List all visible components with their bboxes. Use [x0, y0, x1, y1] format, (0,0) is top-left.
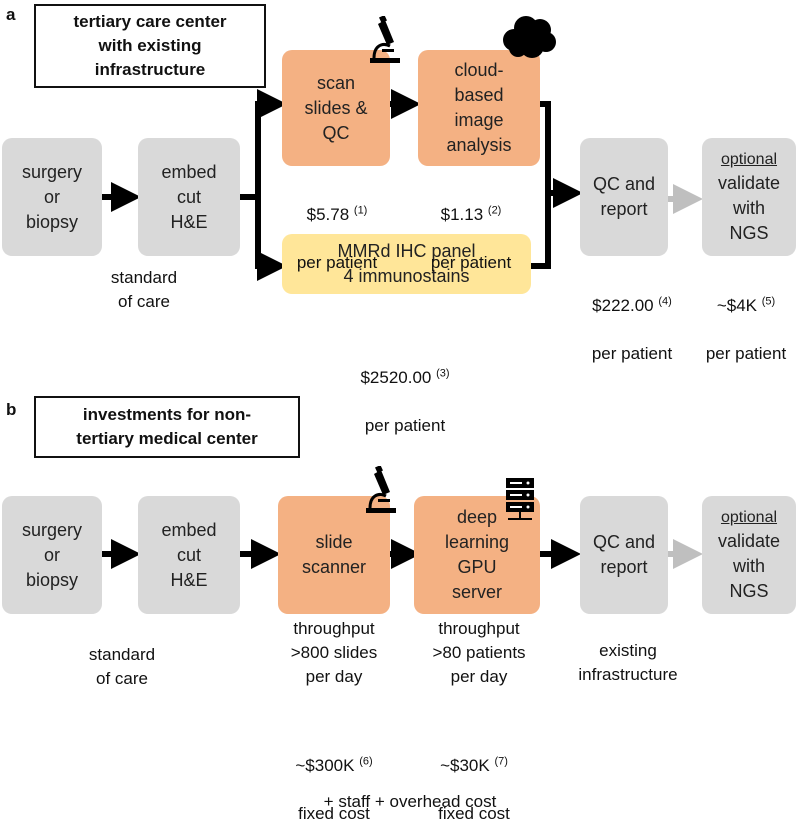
cloud-cost-unit: per patient: [430, 253, 512, 272]
validate-box-a: optional validate with NGS: [702, 138, 796, 256]
qc-report-box-a: QC and report: [580, 138, 668, 256]
gpu-cost-ref: (7): [494, 755, 508, 768]
standard-of-care-b: standard of care: [88, 645, 156, 688]
surgery-box-b: surgery or biopsy: [2, 496, 102, 614]
panel-a-title: tertiary care center with existing infra…: [34, 4, 266, 88]
scanner-cost-ref: (6): [359, 755, 373, 768]
panel-b-letter: b: [6, 400, 17, 419]
scan-slides-box: scan slides & QC: [282, 50, 390, 166]
cloud-analysis-box: cloud- based image analysis: [418, 50, 540, 166]
ihc-cost: $2520.00: [360, 368, 432, 387]
qc-cost-unit: per patient: [591, 344, 673, 363]
ihc-cost-note: $2520.00 (3) per patient: [330, 342, 480, 438]
cloud-cost-ref: (2): [487, 204, 502, 217]
panel-a-letter: a: [6, 5, 16, 24]
ngs-cost: ~$4K: [716, 296, 757, 315]
scan-cost-note: $5.78 (1) per patient: [262, 179, 412, 275]
gpu-server-box: deep learning GPU server: [414, 496, 540, 614]
slide-scanner-box: slide scanner: [278, 496, 390, 614]
scanner-cost: ~$300K: [295, 756, 355, 775]
validate-label-a: validate with NGS: [717, 172, 781, 243]
panel-a-arrows: [100, 89, 583, 281]
optional-label-a: optional: [720, 150, 778, 168]
gpu-throughput: throughput >80 patients per day: [432, 619, 526, 686]
qc-cost-ref: (4): [658, 295, 672, 308]
ngs-cost-ref: (5): [761, 295, 776, 308]
ihc-cost-unit: per patient: [364, 416, 446, 435]
cloud-cost-note: $1.13 (2) per patient: [396, 179, 546, 275]
cloud-cost: $1.13: [440, 205, 484, 224]
scan-cost-ref: (1): [353, 204, 368, 217]
optional-label-b: optional: [720, 508, 778, 526]
microscope-icon: [370, 16, 400, 63]
ihc-cost-ref: (3): [436, 367, 450, 380]
scan-cost-unit: per patient: [296, 253, 378, 272]
existing-infrastructure: existing infrastructure: [578, 641, 678, 684]
standard-of-care-a: standard of care: [110, 268, 178, 311]
server-icon: [506, 478, 534, 520]
microscope-icon: [366, 466, 396, 513]
qc-report-box-b: QC and report: [580, 496, 668, 614]
embed-box-a: embed cut H&E: [138, 138, 240, 256]
qc-cost-note: $222.00 (4) per patient: [570, 270, 694, 366]
surgery-box-a: surgery or biopsy: [2, 138, 102, 256]
ngs-cost-unit: per patient: [705, 344, 787, 363]
gpu-cost: ~$30K: [440, 756, 490, 775]
ngs-cost-note: ~$4K (5) per patient: [692, 270, 800, 366]
cloud-icon: [503, 16, 556, 58]
validate-label-b: validate with NGS: [717, 530, 781, 601]
embed-box-b: embed cut H&E: [138, 496, 240, 614]
scan-cost: $5.78: [306, 205, 350, 224]
qc-cost: $222.00: [592, 296, 654, 315]
validate-box-b: optional validate with NGS: [702, 496, 796, 614]
staff-overhead-note: + staff + overhead cost: [323, 792, 497, 811]
ihc-panel-box: MMRd IHC panel 4 immunostains: [282, 234, 531, 294]
scanner-throughput: throughput >800 slides per day: [290, 619, 378, 686]
panel-b-title: investments for non- tertiary medical ce…: [34, 396, 300, 458]
